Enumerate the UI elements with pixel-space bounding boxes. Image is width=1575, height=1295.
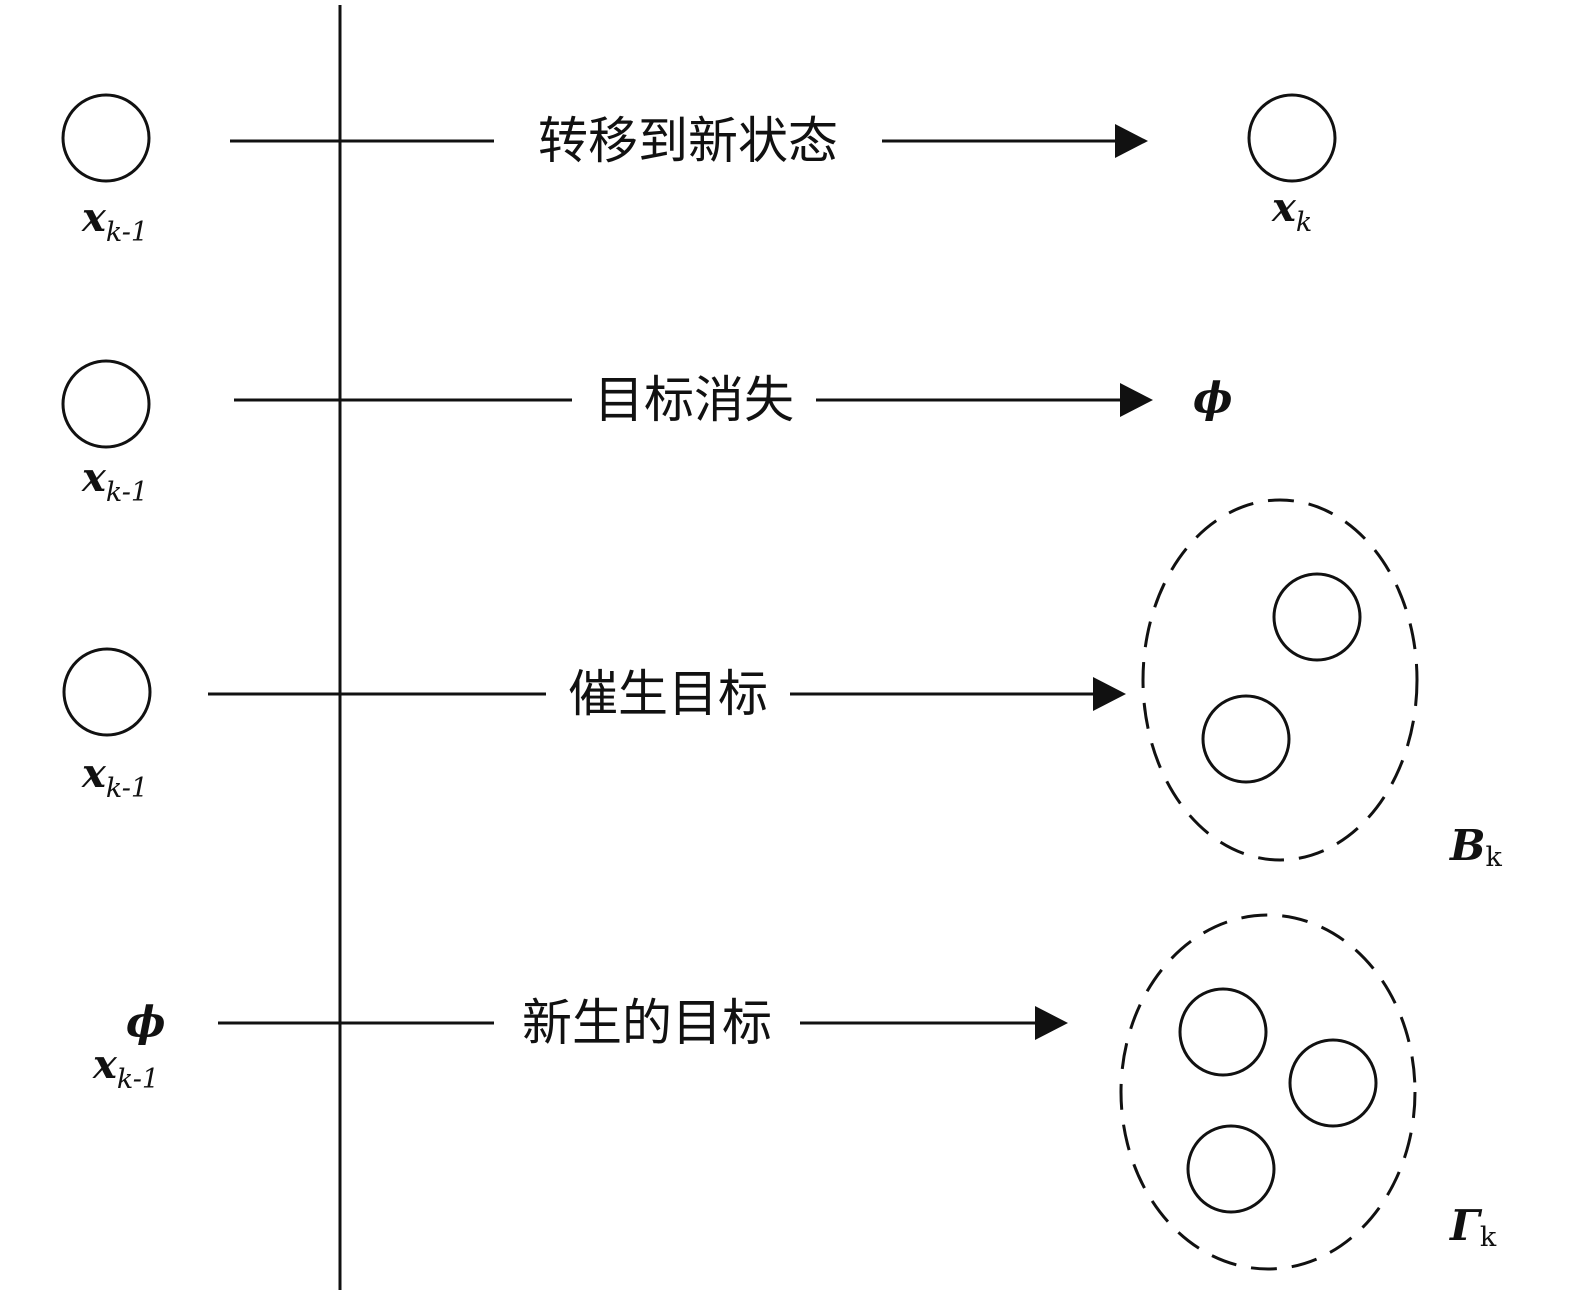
label-gap: [494, 990, 800, 1056]
label-gap: [572, 367, 816, 433]
source-state-circle: [61, 359, 151, 449]
transition-label: 催生目标: [568, 665, 768, 723]
label-gap: [546, 661, 790, 727]
target-state-circle: [1247, 93, 1337, 183]
arrow-head: [1115, 124, 1148, 158]
transition-row-death: xk-1 目标消失 ϕ: [61, 359, 1233, 508]
transition-row-spawn: xk-1 催生目标 Bk: [62, 498, 1503, 873]
birth-set-boundary: [1119, 913, 1417, 1271]
arrow-head: [1093, 677, 1126, 711]
source-state-label: xk-1: [81, 454, 148, 508]
source-state-circle: [62, 647, 152, 737]
spawn-set-boundary: [1141, 498, 1419, 862]
spawn-set-label: Bk: [1449, 821, 1503, 873]
transition-label: 新生的目标: [522, 994, 772, 1052]
born-state-circle: [1178, 987, 1268, 1077]
empty-set-symbol: ϕ: [126, 997, 166, 1046]
transition-label: 转移到新状态: [538, 112, 838, 170]
label-gap: [494, 108, 882, 174]
born-state-circle: [1186, 1124, 1276, 1214]
arrow-head: [1035, 1006, 1068, 1040]
spawned-state-circle: [1201, 694, 1291, 784]
source-state-circle: [61, 93, 151, 183]
born-state-circle: [1288, 1038, 1378, 1128]
source-state-label: xk-1: [81, 194, 148, 248]
source-state-label: xk-1: [81, 750, 148, 804]
transition-row-birth: ϕ xk-1 新生的目标 Γk: [92, 913, 1497, 1271]
source-state-label: xk-1: [92, 1041, 159, 1095]
transition-row-survive: xk-1 转移到新状态 xk: [61, 93, 1337, 248]
empty-set-symbol: ϕ: [1193, 373, 1233, 422]
spawned-state-circle: [1272, 572, 1362, 662]
arrow-head: [1120, 383, 1153, 417]
target-state-label: xk: [1271, 184, 1312, 238]
transition-label: 目标消失: [594, 371, 794, 429]
birth-set-label: Γk: [1449, 1201, 1497, 1253]
